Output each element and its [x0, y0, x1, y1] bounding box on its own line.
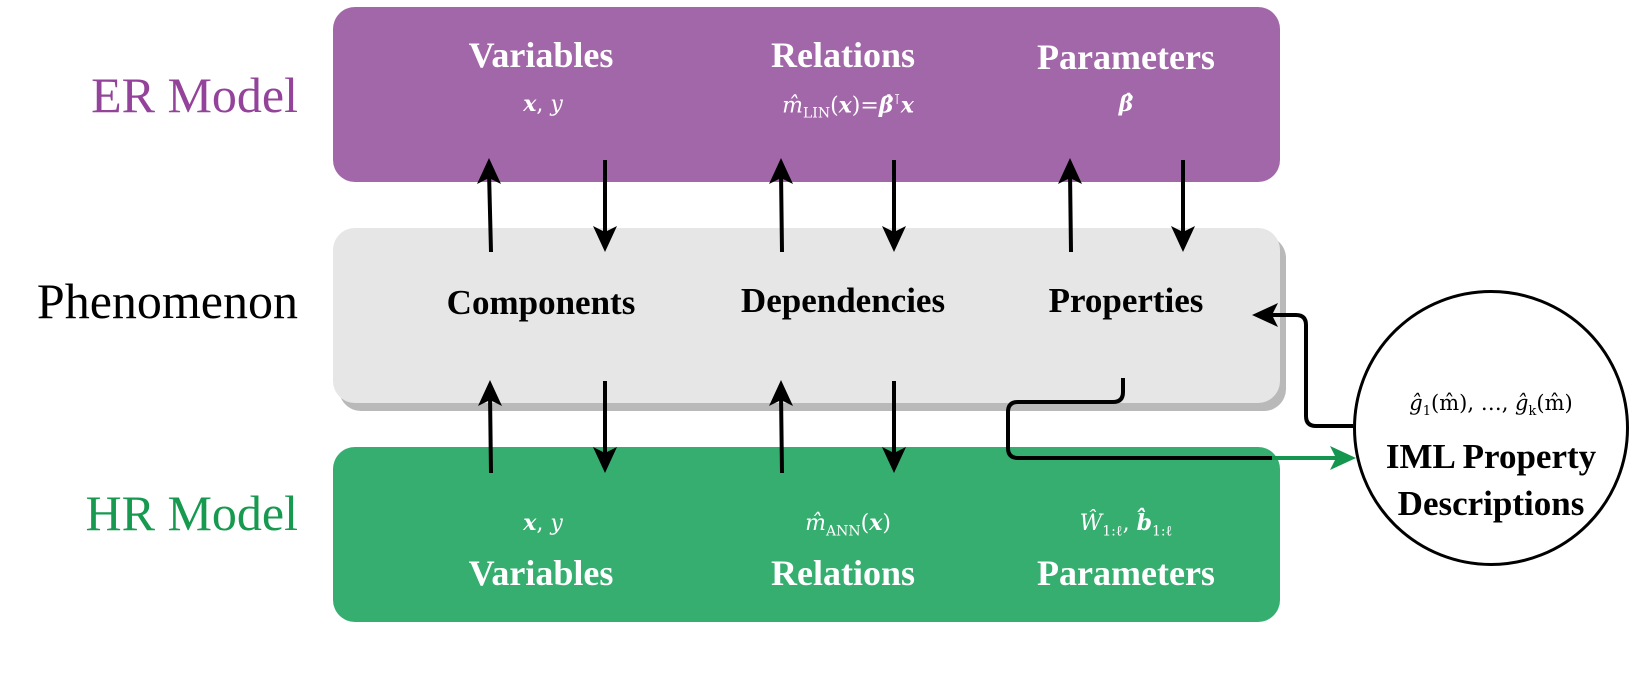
arrow-properties-to-parameters: [1068, 171, 1073, 253]
hr-math-parameters: Ŵ1:ℓ, b̂1:ℓ: [1079, 510, 1173, 540]
hr-model-panel: x, y m̂ANN(x) Ŵ1:ℓ, b̂1:ℓ Variables Rela…: [333, 447, 1280, 622]
phenomenon-heading-components: Components: [446, 283, 636, 322]
hr-math-relations: m̂ANN(x): [805, 510, 891, 540]
hr-math-variables: x, y: [523, 510, 563, 536]
phenomenon-heading-dependencies: Dependencies: [740, 281, 946, 320]
arrow-iml-to-properties-head: [1252, 303, 1278, 327]
er-math-parameters: β̂: [1118, 91, 1134, 117]
er-heading-variables: Variables: [468, 35, 614, 75]
iml-title-line2: Descriptions: [1397, 484, 1585, 523]
arrow-properties-to-iml-head: [1330, 446, 1356, 470]
iml-title: IML Property Descriptions: [1356, 433, 1626, 527]
arrow-components-to-variables-head: [477, 158, 501, 184]
iml-math: ĝ1(m̂), …, ĝk(m̂): [1409, 391, 1573, 420]
arrow-variables-to-components-hr-head: [478, 380, 502, 406]
vertical-arrows: [477, 158, 1195, 474]
iml-property-descriptions-node: ĝ1(m̂), …, ĝk(m̂) IML Property Descripti…: [1353, 290, 1629, 566]
hr-heading-variables: Variables: [468, 553, 614, 593]
arrow-relations-to-dependencies-hr-head: [769, 380, 793, 406]
er-model-panel: Variables Relations Parameters x, y m̂LI…: [333, 7, 1280, 182]
arrow-variables-to-components-hr: [488, 393, 493, 474]
arrow-properties-to-parameters-head: [1058, 158, 1082, 184]
arrow-dependencies-to-relations: [779, 171, 784, 253]
er-model-label: ER Model: [91, 67, 298, 123]
er-heading-relations: Relations: [771, 35, 915, 75]
arrow-variables-to-components-head: [593, 226, 617, 252]
arrow-dependencies-to-relations-head: [769, 158, 793, 184]
hr-heading-relations: Relations: [771, 553, 915, 593]
arrow-relations-to-dependencies-head: [882, 226, 906, 252]
arrow-parameters-to-properties-head: [1171, 226, 1195, 252]
arrow-dependencies-to-relations-hr-head: [882, 447, 906, 473]
arrow-iml-to-properties: [1268, 313, 1353, 428]
hr-heading-parameters: Parameters: [1037, 553, 1215, 593]
arrow-components-to-variables: [487, 171, 493, 253]
iml-title-line1: IML Property: [1385, 437, 1597, 476]
arrow-relations-to-dependencies-hr: [779, 393, 784, 474]
er-heading-parameters: Parameters: [1037, 37, 1215, 77]
phenomenon-label: Phenomenon: [36, 273, 298, 329]
arrow-properties-to-iml: [1006, 378, 1272, 460]
phenomenon-heading-properties: Properties: [1048, 281, 1204, 320]
phenomenon-panel: Components Dependencies Properties: [333, 228, 1280, 403]
er-math-variables: x, y: [523, 91, 563, 117]
arrow-components-to-variables-hr-head: [593, 447, 617, 473]
er-math-relations: m̂LIN(x)=β̂⊺x: [782, 92, 914, 122]
hr-model-label: HR Model: [85, 485, 299, 541]
